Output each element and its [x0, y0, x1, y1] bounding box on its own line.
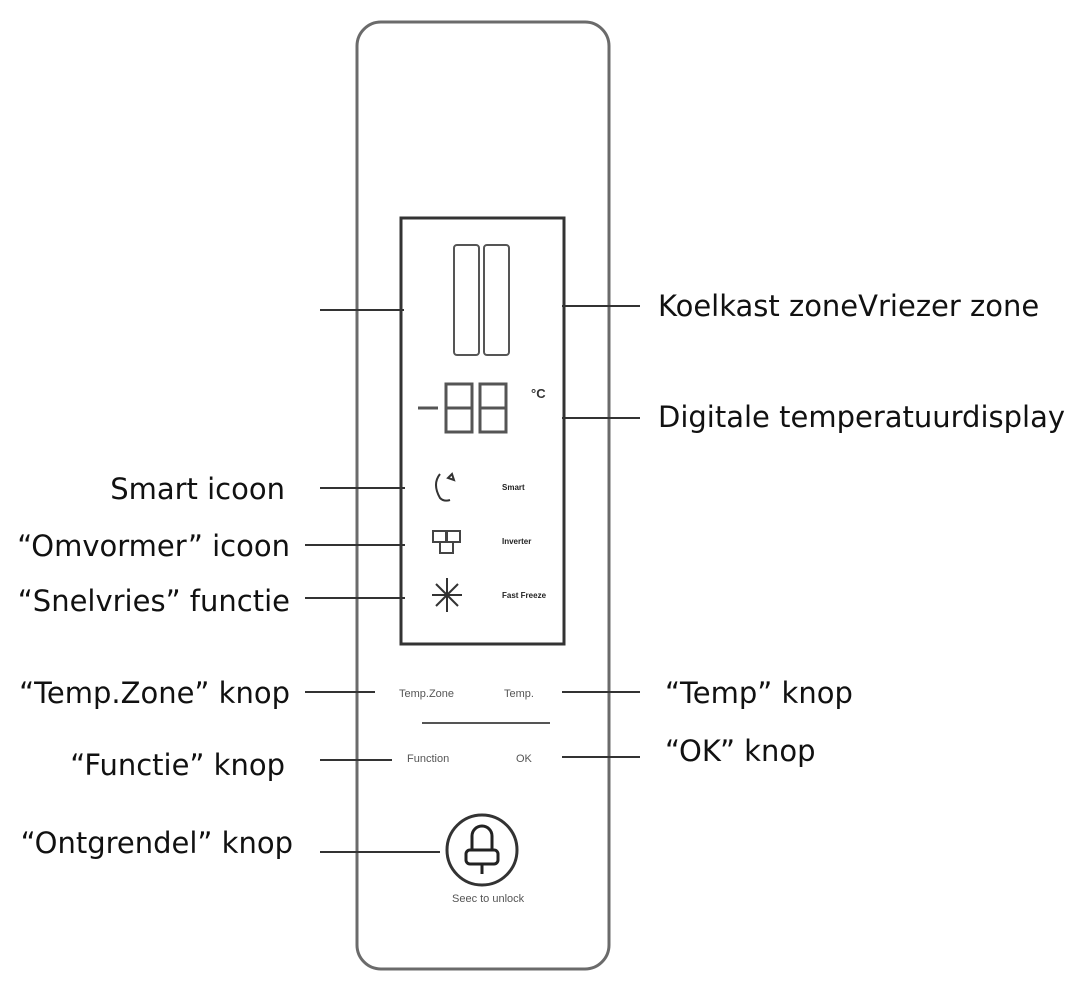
panel-outline — [355, 20, 611, 971]
callout-smart-icon: Smart icoon — [110, 472, 285, 506]
callout-ok-button: “OK” knop — [665, 734, 816, 768]
callout-snelvries-function: “Snelvries” functie — [17, 584, 290, 618]
temperature-digits-icon — [418, 382, 508, 434]
leader-lines — [305, 305, 640, 853]
unlock-caption: Seec to unlock — [452, 893, 525, 905]
fridge-freezer-zone-icon — [453, 244, 510, 356]
callout-temp-button: “Temp” knop — [665, 676, 853, 710]
temp-zone-button[interactable]: Temp.Zone — [399, 688, 454, 700]
ok-button[interactable]: OK — [516, 753, 533, 765]
callout-digital-temperature-display: Digitale temperatuurdisplay — [658, 400, 1066, 434]
temp-button[interactable]: Temp. — [504, 688, 534, 700]
callout-koelkast-vriezer-zone: Koelkast zoneVriezer zone — [658, 289, 1040, 323]
snowflake-icon — [432, 578, 462, 612]
smart-mode-label: Smart — [502, 483, 525, 492]
callout-function-button: “Functie” knop — [70, 748, 285, 782]
lock-icon — [464, 824, 500, 874]
function-button[interactable]: Function — [407, 753, 449, 765]
callout-omvormer-icon: “Omvormer” icoon — [17, 529, 290, 563]
display-window — [399, 216, 566, 646]
unlock-button[interactable] — [445, 813, 519, 887]
smart-icon — [435, 472, 456, 502]
inverter-mode-label: Inverter — [502, 537, 531, 546]
inverter-icon — [432, 530, 461, 554]
callout-temp-zone-button: “Temp.Zone” knop — [19, 676, 290, 710]
celsius-unit: °C — [531, 386, 546, 401]
callout-unlock-button: “Ontgrendel” knop — [20, 826, 293, 860]
fast-freeze-mode-label: Fast Freeze — [502, 591, 547, 600]
